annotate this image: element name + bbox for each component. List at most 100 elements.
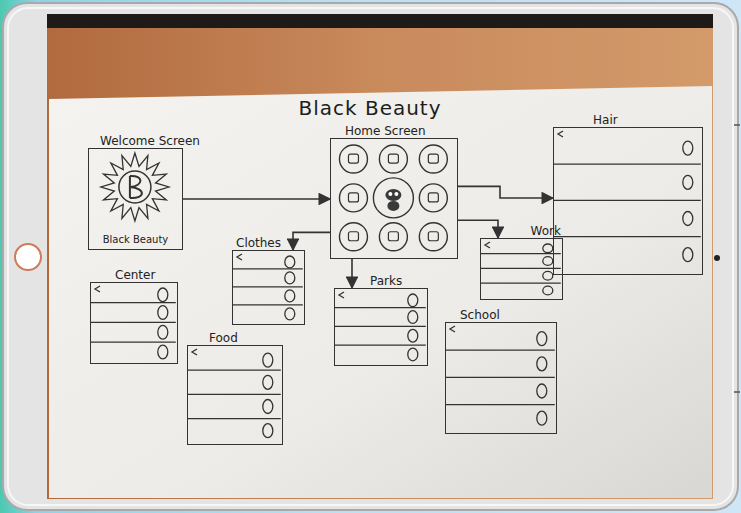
- mascot-body: [387, 201, 399, 211]
- back-arrow: [558, 131, 563, 137]
- row-button: [537, 384, 547, 398]
- screen-heading: Welcome Screen: [88, 134, 204, 148]
- back-arrow: [339, 292, 344, 298]
- row-button: [408, 329, 418, 342]
- nav-arrow: [293, 232, 330, 250]
- row-button: [158, 345, 168, 359]
- screen-sketch: [331, 139, 456, 257]
- app-glyph: [388, 154, 398, 163]
- app-glyph: [428, 193, 438, 202]
- screen-sketch: [446, 323, 555, 432]
- screen-sketch: [481, 239, 561, 298]
- row-button: [408, 311, 418, 324]
- app-icon: [419, 223, 447, 251]
- screen-frame: [445, 322, 557, 434]
- row-button: [408, 294, 418, 307]
- screen-heading: Work: [480, 224, 563, 238]
- row-divider: [233, 268, 303, 269]
- row-divider: [335, 326, 426, 327]
- screen-frame: [187, 345, 283, 445]
- screen-node: Work: [480, 224, 563, 300]
- row-divider: [554, 236, 701, 237]
- app-icon: [339, 184, 367, 212]
- screen-label: Black Beauty: [103, 234, 169, 246]
- row-button: [158, 325, 168, 339]
- screen-frame: [330, 138, 458, 259]
- row-button: [285, 308, 295, 320]
- back-arrow: [450, 326, 455, 332]
- screen-sketch: [335, 289, 426, 364]
- screen-node: Center: [90, 268, 178, 364]
- app-glyph: [388, 232, 398, 241]
- mascot-eye: [394, 192, 398, 196]
- screen-node: Hair: [553, 113, 703, 275]
- app-icon: [419, 145, 447, 173]
- logo-starburst: [101, 153, 169, 221]
- screen-sketch: [233, 251, 303, 323]
- screen-frame: [232, 250, 305, 325]
- app-icon: [379, 145, 407, 173]
- row-button: [543, 257, 553, 266]
- logo-letter-shape: [130, 176, 142, 198]
- row-divider: [188, 370, 281, 371]
- screen-heading: School: [445, 308, 557, 322]
- row-divider: [446, 377, 555, 378]
- screen-node: School: [445, 308, 557, 434]
- screen-node: Home Screen: [330, 124, 458, 259]
- row-divider: [446, 404, 555, 405]
- screen-node: Welcome ScreenBlack Beauty: [88, 134, 204, 250]
- row-button: [263, 424, 273, 438]
- row-button: [683, 175, 693, 189]
- row-button: [543, 244, 553, 253]
- row-divider: [481, 268, 561, 269]
- back-arrow: [95, 286, 100, 292]
- screen-sketch: [89, 149, 181, 248]
- side-button: [734, 391, 740, 393]
- row-button: [263, 375, 273, 389]
- screen-frame: [90, 282, 178, 364]
- screen-sketch: [554, 128, 701, 273]
- wood-table: [47, 14, 713, 499]
- row-button: [285, 272, 295, 284]
- row-divider: [446, 350, 555, 351]
- screen-heading: Center: [90, 268, 178, 282]
- table-shadow: [47, 14, 713, 28]
- screen-sketch: [91, 283, 176, 362]
- screen-node: Food: [187, 331, 283, 445]
- row-button: [158, 288, 168, 302]
- side-button: [734, 124, 740, 126]
- app-glyph: [428, 154, 438, 163]
- row-divider: [188, 394, 281, 395]
- screen-sketch: [188, 346, 281, 443]
- back-arrow: [192, 349, 197, 355]
- row-button: [683, 248, 693, 262]
- mascot-eye: [388, 192, 392, 196]
- screen-heading: Parks: [334, 274, 428, 288]
- app-icon: [419, 184, 447, 212]
- app-glyph: [348, 232, 358, 241]
- app-icon: [339, 145, 367, 173]
- row-button: [543, 286, 553, 295]
- row-divider: [91, 341, 176, 342]
- nav-arrow: [458, 186, 553, 198]
- screen-frame: [553, 127, 703, 275]
- row-divider: [188, 418, 281, 419]
- screen-node: Parks: [334, 274, 428, 366]
- screen-node: Clothes: [232, 236, 305, 325]
- nav-arrow: [351, 259, 353, 288]
- paper-sheet: [49, 86, 712, 498]
- screen-frame: [480, 238, 563, 300]
- app-glyph: [348, 154, 358, 163]
- row-divider: [554, 200, 701, 201]
- tablet-bezel: [3, 3, 738, 510]
- screen-frame: [334, 288, 428, 366]
- app-icon: [379, 223, 407, 251]
- screen-heading: Hair: [553, 113, 703, 127]
- back-arrow: [237, 254, 242, 260]
- nav-arrow: [458, 220, 498, 238]
- screen-frame: Black Beauty: [88, 148, 183, 250]
- screen-heading: Clothes: [232, 236, 305, 250]
- home-button: [15, 244, 41, 270]
